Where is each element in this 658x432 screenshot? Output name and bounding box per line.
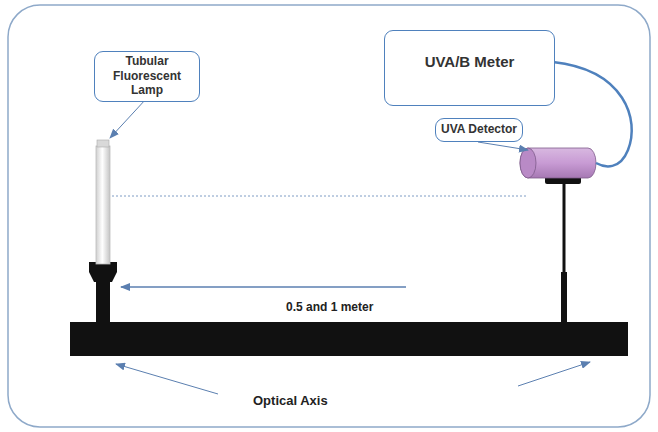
lamp-cap [97,140,109,147]
uva-detector-body [520,148,596,178]
axis-label: Optical Axis [251,393,330,408]
outer-frame [8,5,650,427]
lamp-leader [110,99,146,138]
detector-face [520,148,536,178]
fluorescent-tube [96,146,110,264]
optical-bench [70,322,628,356]
meter-cable [553,62,632,166]
meter-box: UVA/B Meter [384,30,555,106]
axis-arrow-left [116,364,218,394]
distance-label: 0.5 and 1 meter [284,300,375,314]
node-text: UVA Detector [441,122,517,136]
axis-arrow-right [518,362,590,386]
distance-arrow [121,286,406,287]
detector-rod [563,184,566,272]
lamp-holder [89,262,117,282]
detector-label-box: UVA Detector [435,118,523,142]
detector-post [561,272,567,322]
node-text: UVA/B Meter [393,53,546,71]
beam-line [112,196,526,197]
node-text: Tubular Fluorescent Lamp [101,54,193,97]
lamp-post [96,282,110,322]
detector-leader [478,142,528,150]
lamp-label-box: Tubular Fluorescent Lamp [94,51,200,102]
